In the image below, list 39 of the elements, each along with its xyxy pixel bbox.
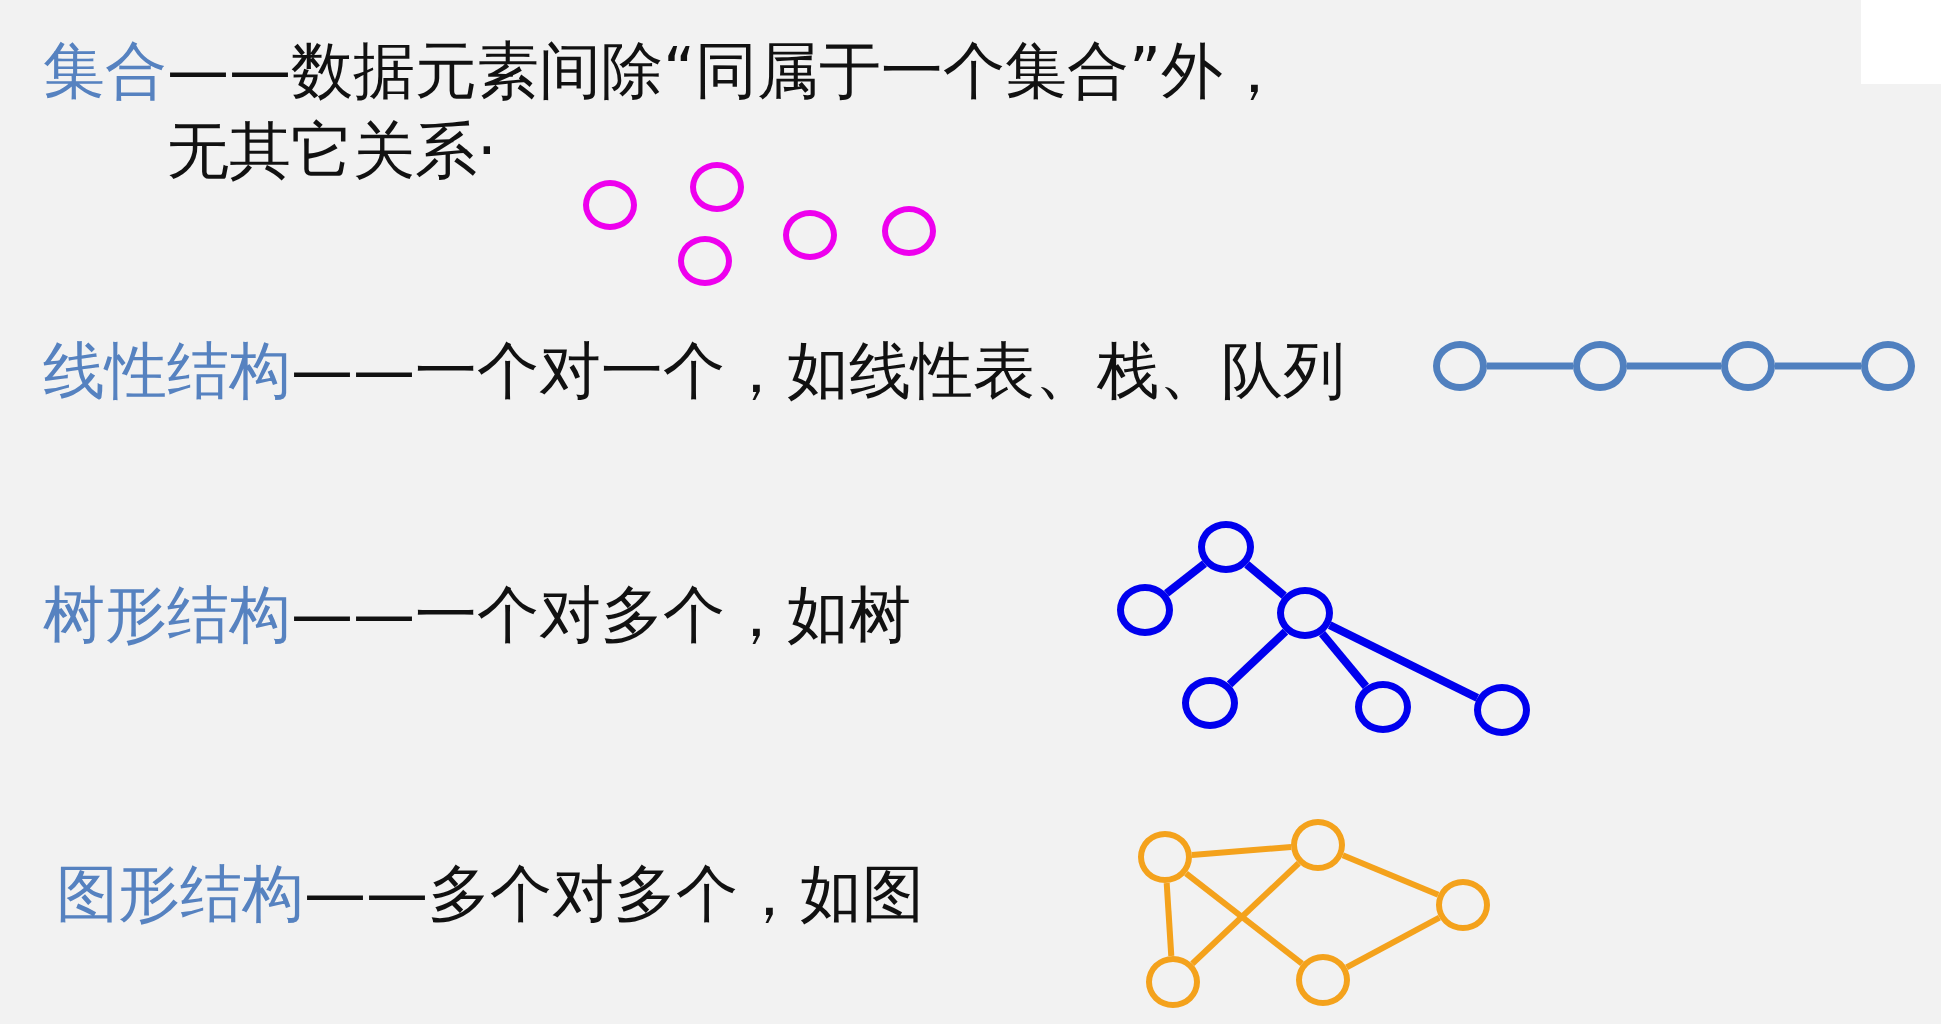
- circle-node: [1291, 819, 1345, 871]
- connector-line: [1319, 631, 1369, 689]
- connector-line: [1164, 560, 1207, 597]
- circle-node: [1138, 831, 1192, 883]
- circle-node: [1433, 341, 1487, 391]
- connector-line: [1163, 882, 1175, 957]
- circle-node: [1117, 584, 1173, 636]
- definition-text: ——一个对一个，如线性表、栈、队列: [291, 333, 1345, 409]
- definition-text: ——数据元素间除“同属于一个集合”外，无其它关系·: [167, 33, 1287, 189]
- connector-line: [1226, 628, 1289, 688]
- heading-term: 图形结构: [56, 856, 304, 932]
- circle-node: [1277, 587, 1333, 639]
- connector-line: [1327, 621, 1480, 702]
- definition-text: ——一个对多个，如树: [291, 577, 911, 653]
- circle-node: [678, 236, 732, 286]
- connector-line: [1341, 852, 1440, 898]
- definition-text: ——多个对多个，如图: [304, 856, 924, 932]
- heading-term: 树形结构: [43, 577, 291, 653]
- connector-line: [1191, 844, 1292, 858]
- connector-line: [1184, 870, 1304, 967]
- circle-node: [1146, 956, 1200, 1008]
- circle-node: [882, 206, 936, 256]
- circle-node: [583, 180, 637, 230]
- circle-node: [1474, 684, 1530, 736]
- connector-line: [1345, 914, 1441, 971]
- connector-line: [1244, 561, 1287, 599]
- circle-node: [1861, 341, 1915, 391]
- heading-term: 集合: [43, 33, 167, 109]
- circle-node: [1573, 341, 1627, 391]
- circle-node: [1296, 954, 1350, 1006]
- circle-node: [1355, 681, 1411, 733]
- heading-term: 线性结构: [43, 333, 291, 409]
- circle-node: [783, 210, 837, 260]
- circle-node: [690, 162, 744, 212]
- circle-node: [1436, 879, 1490, 931]
- circle-node: [1182, 677, 1238, 729]
- circle-node: [1721, 341, 1775, 391]
- circle-node: [1198, 521, 1254, 573]
- connector-line: [1190, 861, 1301, 966]
